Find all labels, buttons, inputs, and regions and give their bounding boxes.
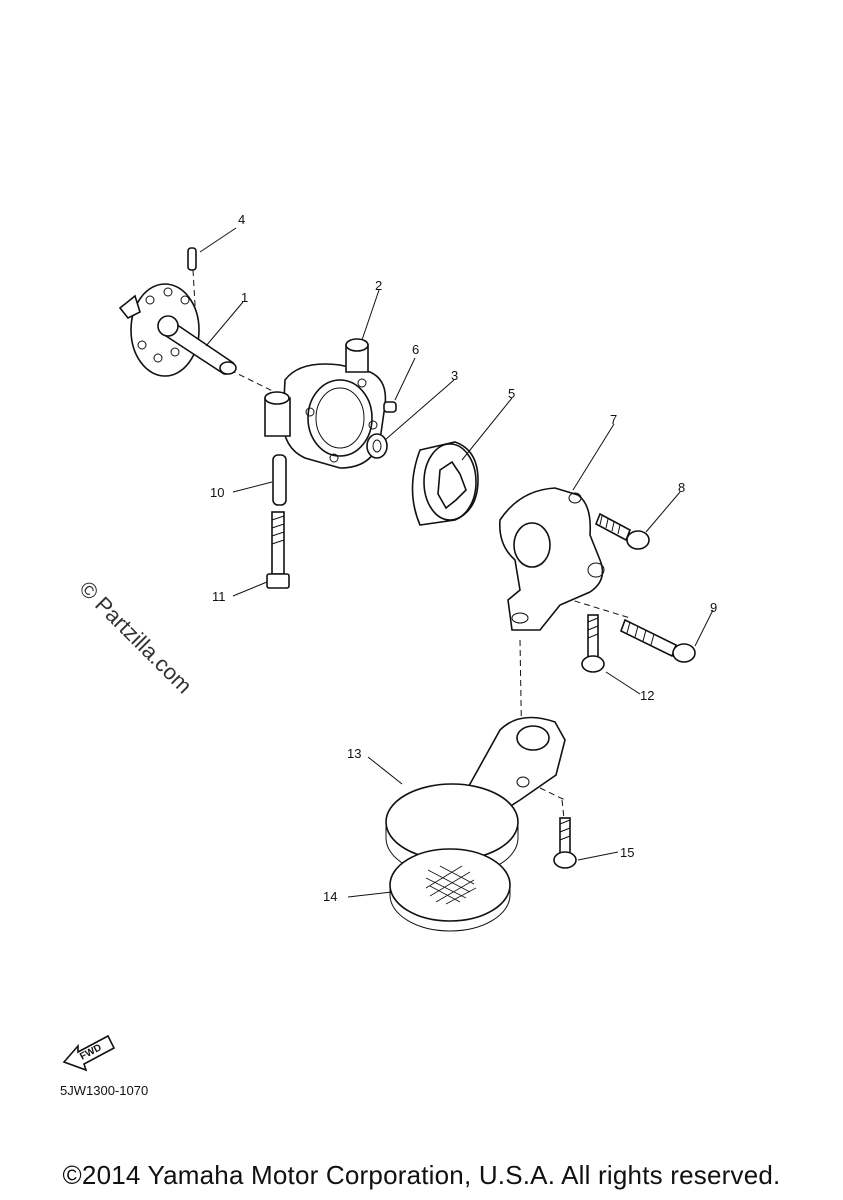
callout-1: 1: [241, 290, 248, 305]
part-bolt-9: [620, 618, 696, 663]
watermark-text: © Partzilla.com: [74, 576, 197, 699]
part-rotor: [411, 441, 479, 526]
part-bolt-8: [594, 512, 650, 550]
fwd-arrow-icon: FWD: [62, 1034, 116, 1072]
part-bolt-15: [553, 817, 577, 869]
part-washer: [366, 433, 388, 459]
callout-5: 5: [508, 386, 515, 401]
part-dowel: [383, 401, 397, 413]
callout-12: 12: [640, 688, 654, 703]
part-pump-cover: [498, 487, 605, 631]
callout-6: 6: [412, 342, 419, 357]
copyright-footer: ©2014 Yamaha Motor Corporation, U.S.A. A…: [62, 1160, 781, 1190]
callout-13: 13: [347, 746, 361, 761]
callout-8: 8: [678, 480, 685, 495]
alignment-line-bolt9: [564, 597, 631, 619]
part-strainer-body: [385, 716, 566, 877]
callout-11: 11: [212, 589, 226, 604]
leader-lines: [199, 227, 714, 898]
alignment-line-bolt15: [539, 787, 566, 801]
part-bolt-12: [581, 614, 605, 673]
callout-9: 9: [710, 600, 717, 615]
part-bolt-11: [266, 511, 290, 589]
callout-10: 10: [210, 485, 224, 500]
callout-7: 7: [610, 412, 617, 427]
callout-14: 14: [323, 889, 337, 904]
part-pin-long: [272, 454, 287, 506]
diagram-code: 5JW1300-1070: [60, 1083, 149, 1098]
part-shaft-rotor: [118, 283, 237, 377]
callout-15: 15: [620, 845, 634, 860]
part-strainer-screen: [389, 848, 511, 932]
part-pump-housing: [264, 338, 387, 469]
callout-4: 4: [238, 212, 245, 227]
callout-2: 2: [375, 278, 382, 293]
callout-3: 3: [451, 368, 458, 383]
exploded-parts-diagram: 4 1 2 6 3 5 7 8 9 10 11 12 13 14 15 © Pa…: [62, 212, 717, 1072]
part-pin: [187, 247, 197, 271]
